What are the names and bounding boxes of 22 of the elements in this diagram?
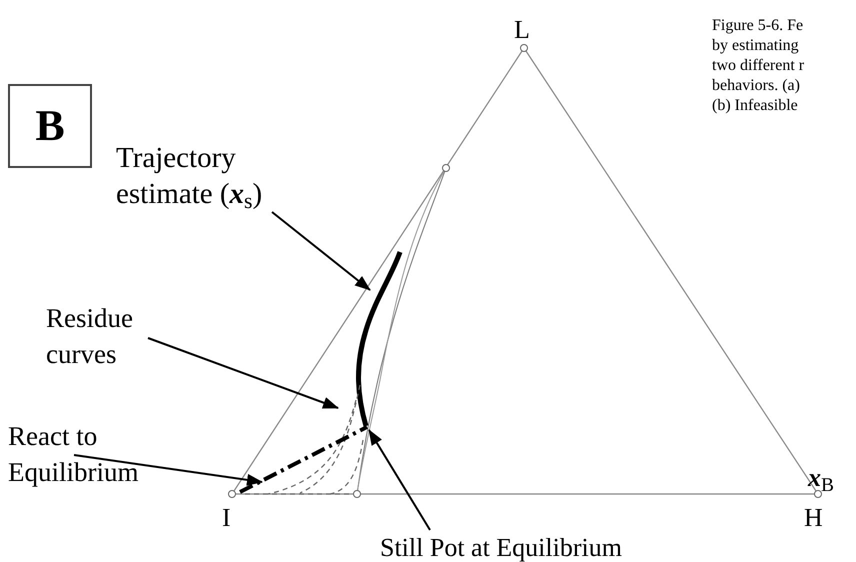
reaction-line bbox=[239, 425, 368, 494]
composition-label: x$_{B}$ bbox=[808, 462, 834, 497]
leader-arrow bbox=[271, 211, 371, 291]
leader-arrow bbox=[148, 337, 339, 409]
leader-arrow bbox=[74, 454, 263, 486]
callout-text: Trajectory estimate (x$_{s}$) bbox=[116, 142, 262, 210]
vertex-label: I bbox=[222, 502, 231, 534]
caption-line: behaviors. (a) bbox=[712, 76, 800, 96]
vertex-label: H bbox=[804, 502, 823, 534]
caption-line: Figure 5-6. Fe bbox=[712, 16, 804, 36]
caption-line: by estimating bbox=[712, 36, 799, 56]
trajectory-curve bbox=[356, 251, 402, 427]
caption-line: two different r bbox=[712, 56, 804, 76]
panel-letter: B bbox=[35, 100, 65, 152]
leader-arrow bbox=[368, 429, 431, 531]
callout-text: Residue curves bbox=[46, 303, 133, 369]
vertex-label: L bbox=[514, 14, 530, 46]
callout-text: Still Pot at Equilibrium bbox=[380, 533, 622, 562]
residue-curves bbox=[244, 384, 364, 495]
caption-line: (b) Infeasible bbox=[712, 96, 798, 116]
callout-text: React to Equilibrium bbox=[8, 421, 138, 487]
panel-letter-box bbox=[8, 84, 92, 168]
